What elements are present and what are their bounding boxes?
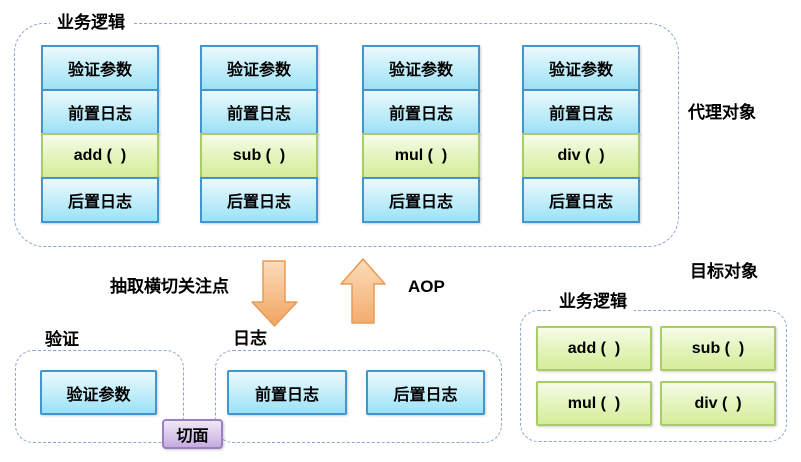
validation-group	[15, 350, 184, 443]
box-fn-div: div ( )	[660, 381, 776, 426]
cell-fn-div: div ( )	[522, 133, 640, 179]
target-group-label: 业务逻辑	[552, 292, 634, 312]
box-verify-params: 验证参数	[40, 370, 157, 415]
down-arrow-icon	[251, 260, 298, 327]
cell-verify-params: 验证参数	[41, 45, 159, 91]
box-pre-log: 前置日志	[227, 370, 347, 415]
target-object-group	[520, 310, 787, 442]
target-object-title: 目标对象	[690, 262, 758, 281]
box-fn-add: add ( )	[536, 326, 652, 371]
cell-post-log: 后置日志	[200, 177, 318, 223]
proxy-column-sub: 验证参数 前置日志 sub ( ) 后置日志	[200, 45, 318, 223]
cell-verify-params: 验证参数	[362, 45, 480, 91]
box-fn-mul: mul ( )	[536, 381, 652, 426]
proxy-column-add: 验证参数 前置日志 add ( ) 后置日志	[41, 45, 159, 223]
logging-group	[215, 350, 502, 443]
box-fn-sub: sub ( )	[660, 326, 776, 371]
up-arrow-icon	[340, 258, 386, 324]
box-post-log: 后置日志	[366, 370, 485, 415]
aop-label: AOP	[408, 277, 445, 296]
cell-fn-sub: sub ( )	[200, 133, 318, 179]
aspect-tag: 切面	[162, 419, 223, 449]
cell-pre-log: 前置日志	[362, 89, 480, 135]
validation-group-label: 验证	[38, 330, 86, 350]
logging-group-label: 日志	[226, 329, 274, 349]
cell-post-log: 后置日志	[522, 177, 640, 223]
cell-post-log: 后置日志	[362, 177, 480, 223]
proxy-object-side-label: 代理对象	[688, 103, 756, 122]
cell-pre-log: 前置日志	[522, 89, 640, 135]
cell-verify-params: 验证参数	[522, 45, 640, 91]
extract-crosscut-label: 抽取横切关注点	[110, 277, 229, 296]
cell-pre-log: 前置日志	[41, 89, 159, 135]
proxy-object-group	[14, 23, 679, 247]
cell-fn-mul: mul ( )	[362, 133, 480, 179]
cell-fn-add: add ( )	[41, 133, 159, 179]
cell-verify-params: 验证参数	[200, 45, 318, 91]
proxy-group-label: 业务逻辑	[50, 13, 132, 33]
cell-pre-log: 前置日志	[200, 89, 318, 135]
proxy-column-div: 验证参数 前置日志 div ( ) 后置日志	[522, 45, 640, 223]
proxy-column-mul: 验证参数 前置日志 mul ( ) 后置日志	[362, 45, 480, 223]
cell-post-log: 后置日志	[41, 177, 159, 223]
